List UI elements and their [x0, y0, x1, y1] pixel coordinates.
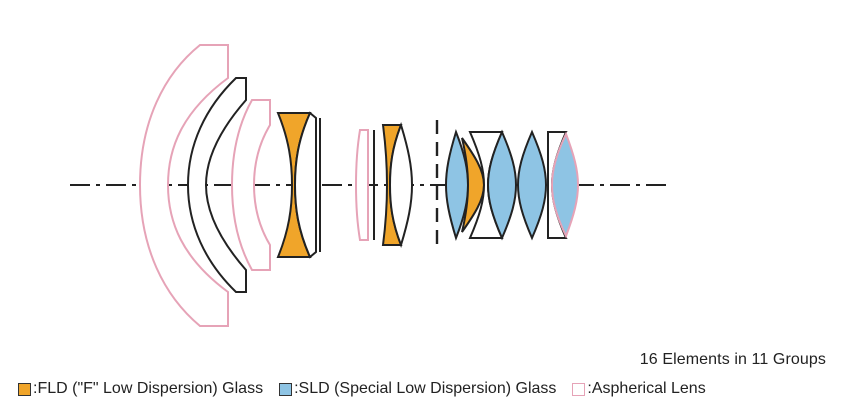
lens-element-9: [388, 121, 414, 249]
lens-element-13-sld: [486, 129, 518, 241]
lens-element-16-sld-aspherical: [550, 131, 580, 239]
lens-diagram: [70, 44, 668, 327]
legend: :FLD ("F" Low Dispersion) Glass :SLD (Sp…: [18, 380, 706, 398]
lens-element-1-aspherical: [138, 44, 229, 327]
lens-element-14-sld: [516, 129, 548, 241]
lens-element-3-aspherical: [230, 99, 271, 271]
legend-item-sld: :SLD (Special Low Dispersion) Glass: [279, 380, 556, 398]
lens-element-11-fld: [461, 137, 486, 233]
aspherical-swatch-icon: [572, 382, 586, 396]
legend-label-aspherical: :Aspherical Lens: [587, 380, 706, 397]
element-group-summary: 16 Elements in 11 Groups: [639, 351, 826, 368]
legend-item-aspherical: :Aspherical Lens: [572, 380, 706, 398]
lens-element-5: [293, 111, 317, 259]
fld-swatch-icon: [18, 382, 31, 396]
legend-label-sld: :SLD (Special Low Dispersion) Glass: [294, 380, 557, 397]
sld-swatch-icon: [279, 382, 293, 396]
legend-item-fld: :FLD ("F" Low Dispersion) Glass: [18, 380, 263, 398]
lens-element-6-aspherical: [354, 129, 369, 241]
legend-label-fld: :FLD ("F" Low Dispersion) Glass: [33, 380, 264, 397]
lens-element-2: [186, 77, 247, 293]
